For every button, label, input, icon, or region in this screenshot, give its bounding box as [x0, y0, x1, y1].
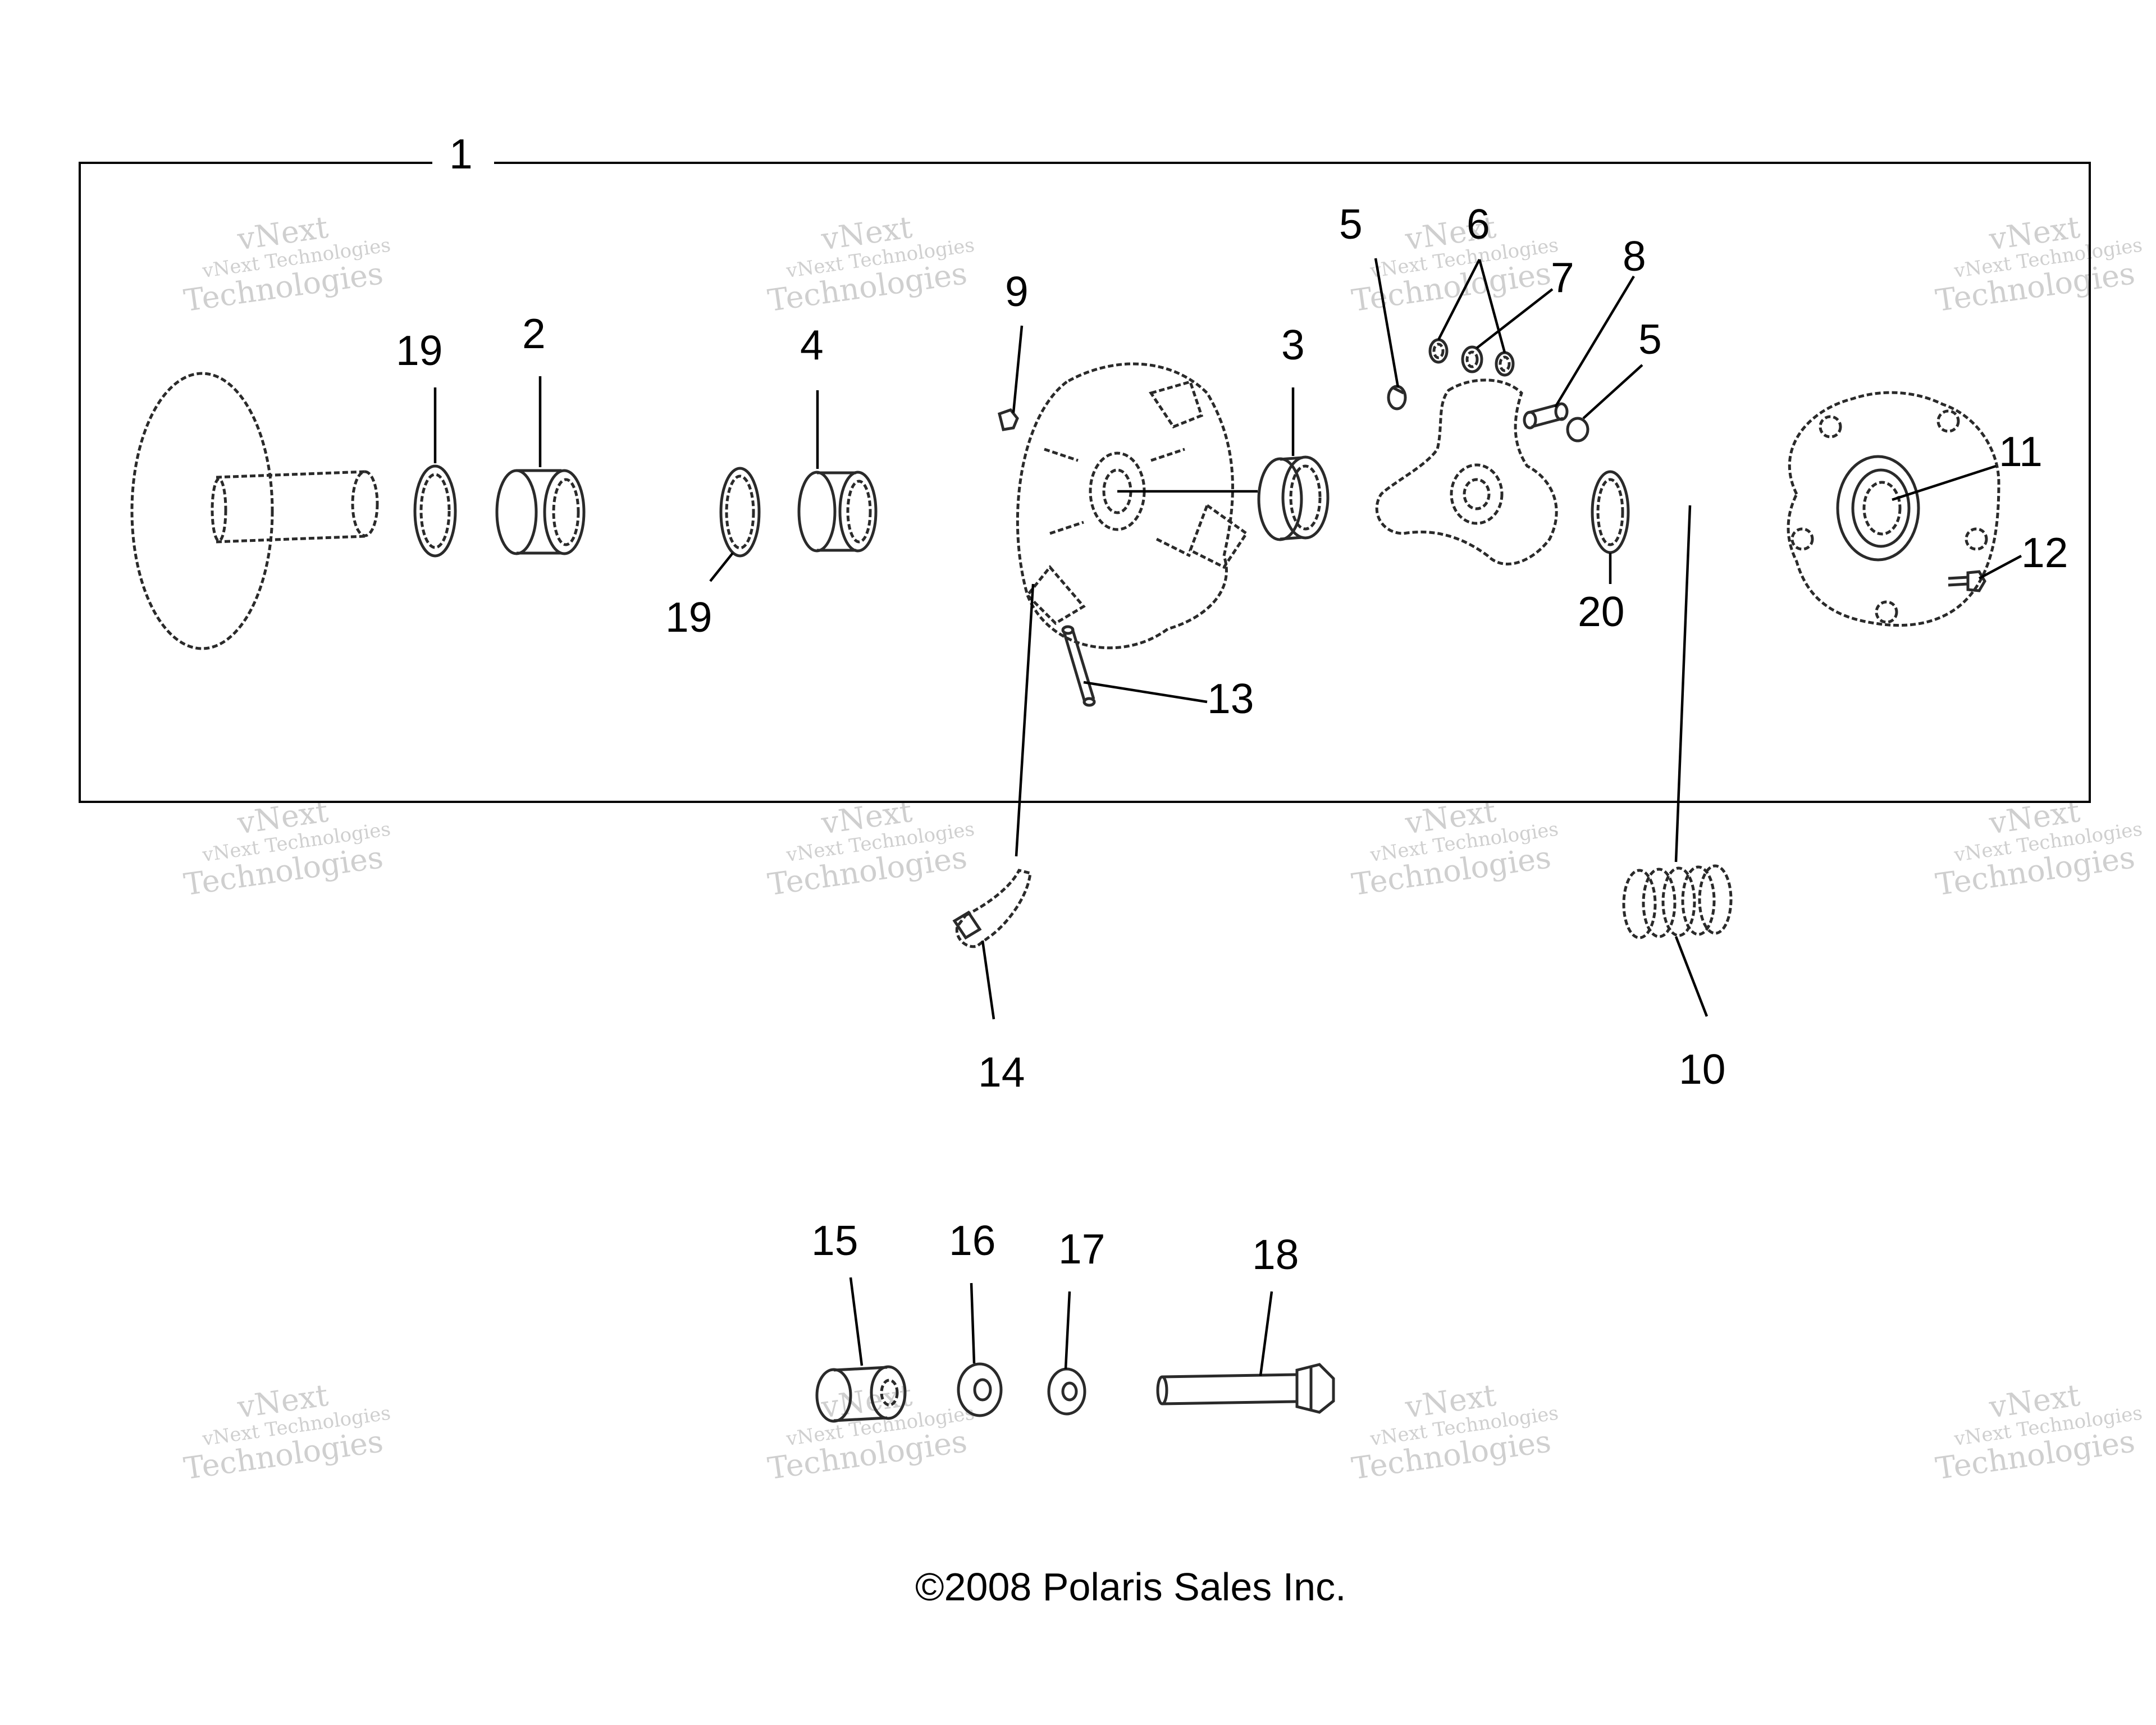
callout-19-bottom[interactable]: 19 — [665, 594, 712, 641]
watermark: vNext vNext Technologies Technologies — [1933, 1377, 2144, 1486]
callout-3[interactable]: 3 — [1281, 321, 1305, 368]
watermark: vNext vNext Technologies Technologies — [765, 209, 976, 318]
callout-12[interactable]: 12 — [2021, 529, 2068, 576]
cap-5-right-part — [1566, 417, 1589, 442]
weight-14-part — [952, 869, 1032, 948]
callout-20[interactable]: 20 — [1578, 588, 1624, 635]
bolt-18-part — [1156, 1363, 1335, 1414]
bushing-3-part — [1257, 455, 1330, 541]
callout-6[interactable]: 6 — [1467, 200, 1490, 248]
spring-10-part — [1622, 864, 1733, 939]
ring-19-right-part — [719, 467, 761, 558]
ring-6-right-part — [1495, 351, 1515, 377]
callout-16[interactable]: 16 — [949, 1217, 995, 1264]
callout-19-top[interactable]: 19 — [396, 327, 442, 374]
ring-7-part — [1461, 345, 1483, 373]
washer-16-part — [957, 1362, 1003, 1417]
ring-19-left-part — [413, 464, 457, 558]
assembly-frame — [79, 162, 2091, 803]
callout-5-right[interactable]: 5 — [1638, 316, 1662, 363]
washer-17-part — [1047, 1367, 1086, 1416]
callout-10[interactable]: 10 — [1679, 1046, 1725, 1093]
ring-20-part — [1591, 470, 1630, 554]
watermark: vNext vNext Technologies Technologies — [181, 209, 392, 318]
bolt-12-part — [1948, 570, 1986, 592]
callout-7[interactable]: 7 — [1551, 254, 1574, 301]
callout-15[interactable]: 15 — [811, 1217, 858, 1264]
ring-6-left-part — [1428, 338, 1449, 364]
nut-9-part — [998, 408, 1019, 431]
bushing-4-part — [797, 471, 878, 553]
bushing-2-part — [495, 469, 586, 555]
spacer-15-part — [815, 1365, 907, 1423]
watermarks: vNext vNext Technologies Technologies vN… — [181, 209, 2144, 1486]
callout-1[interactable]: 1 — [449, 130, 473, 177]
callout-9[interactable]: 9 — [1005, 268, 1029, 315]
watermark: vNext vNext Technologies Technologies — [765, 1377, 976, 1486]
moveable-sheave-part — [1016, 362, 1249, 650]
sheave-shaft-part — [130, 372, 379, 650]
cover-11-part — [1787, 391, 2000, 627]
callout-17[interactable]: 17 — [1058, 1225, 1105, 1272]
callout-14[interactable]: 14 — [978, 1048, 1025, 1096]
callout-2[interactable]: 2 — [522, 310, 546, 357]
callout-11[interactable]: 11 — [1999, 428, 2043, 475]
callout-8[interactable]: 8 — [1623, 232, 1646, 280]
watermark: vNext vNext Technologies Technologies — [1349, 1377, 1560, 1486]
copyright-notice: ©2008 Polaris Sales Inc. — [915, 1565, 1346, 1609]
watermark: vNext vNext Technologies Technologies — [1933, 209, 2144, 318]
spider-part — [1375, 378, 1558, 565]
callout-13[interactable]: 13 — [1207, 675, 1254, 722]
cap-5-left-part — [1387, 385, 1407, 410]
pin-8-part — [1523, 402, 1569, 430]
callout-5-left[interactable]: 5 — [1339, 200, 1363, 248]
pin-13-part — [1061, 625, 1096, 707]
watermark: vNext vNext Technologies Technologies — [181, 1377, 392, 1486]
callout-18[interactable]: 18 — [1252, 1231, 1299, 1278]
callout-4[interactable]: 4 — [800, 321, 824, 368]
